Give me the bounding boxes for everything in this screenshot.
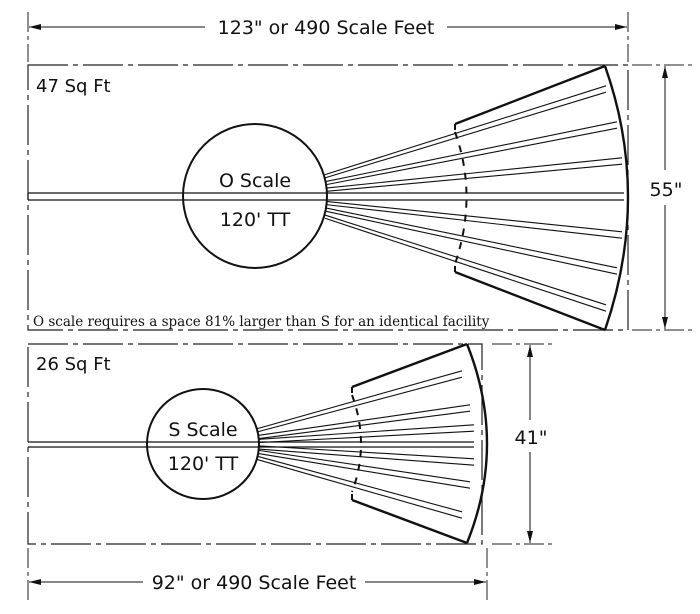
stall-track-rail [324, 207, 618, 269]
stall-track-rail [256, 410, 471, 440]
stall-track-rail [324, 203, 623, 239]
stall-track-rail [256, 376, 463, 433]
s-turntable-label: 120' TT [168, 453, 239, 475]
stall-track-rail [256, 430, 475, 444]
stall-track-rail [256, 445, 475, 460]
fan-bottom-wall [454, 270, 606, 332]
o-scale-label: O Scale [219, 170, 291, 192]
s-height-dimension: 41" [492, 343, 552, 545]
o-fan-tracks [324, 64, 630, 332]
fan-top-wall [454, 64, 606, 126]
stall-track-rail [256, 404, 471, 437]
o-height-label: 55" [650, 179, 683, 201]
o-area-label: 47 Sq Ft [36, 76, 111, 97]
stall-track-rail [256, 448, 475, 466]
stall-track-rail [324, 85, 607, 176]
o-turntable [182, 123, 328, 269]
roundhouse-door-line [454, 131, 468, 265]
stall-track-rail [324, 214, 607, 306]
o-width-dimension: 123" or 490 Scale Feet [27, 12, 629, 62]
o-width-label: 123" or 490 Scale Feet [218, 17, 435, 39]
stall-track-rail [256, 370, 463, 430]
s-layout-boundary [27, 343, 483, 545]
o-scale-layout: 47 Sq Ft O Scale 120' TT O scale require… [27, 64, 630, 332]
o-turntable-label: 120' TT [220, 209, 291, 231]
stall-track-rail [324, 210, 618, 275]
stall-track-rail [256, 424, 475, 440]
roundhouse-back-wall [465, 343, 489, 544]
s-area-label: 26 Sq Ft [36, 354, 111, 375]
stall-track-rail [324, 121, 618, 183]
s-scale-layout: 26 Sq Ft S Scale 120' TT [27, 342, 489, 545]
s-width-dimension: 92" or 490 Scale Feet [27, 548, 488, 600]
stall-track-rail [324, 163, 623, 192]
stall-track-rail [324, 217, 607, 312]
fan-bottom-wall [351, 498, 468, 545]
s-width-label: 92" or 490 Scale Feet [152, 572, 357, 594]
stall-track-rail [324, 91, 607, 179]
s-turntable [146, 388, 260, 500]
o-height-dimension: 55" [632, 64, 695, 331]
comparison-note: O scale requires a space 81% larger than… [33, 314, 490, 330]
stall-track-rail [324, 200, 623, 233]
s-height-label: 41" [515, 427, 548, 449]
fan-top-wall [351, 342, 468, 389]
s-scale-label: S Scale [168, 419, 237, 441]
stall-track-rail [256, 458, 463, 519]
stall-track-rail [256, 452, 471, 489]
s-fan-tracks [256, 342, 489, 545]
o-layout-boundary [27, 64, 629, 331]
stall-track-rail [256, 449, 471, 483]
stall-track-rail [324, 127, 618, 186]
stall-track-rail [256, 455, 463, 513]
roundhouse-back-wall [603, 65, 630, 331]
roundhouse-door-line [351, 394, 362, 493]
stall-track-rail [324, 157, 623, 189]
